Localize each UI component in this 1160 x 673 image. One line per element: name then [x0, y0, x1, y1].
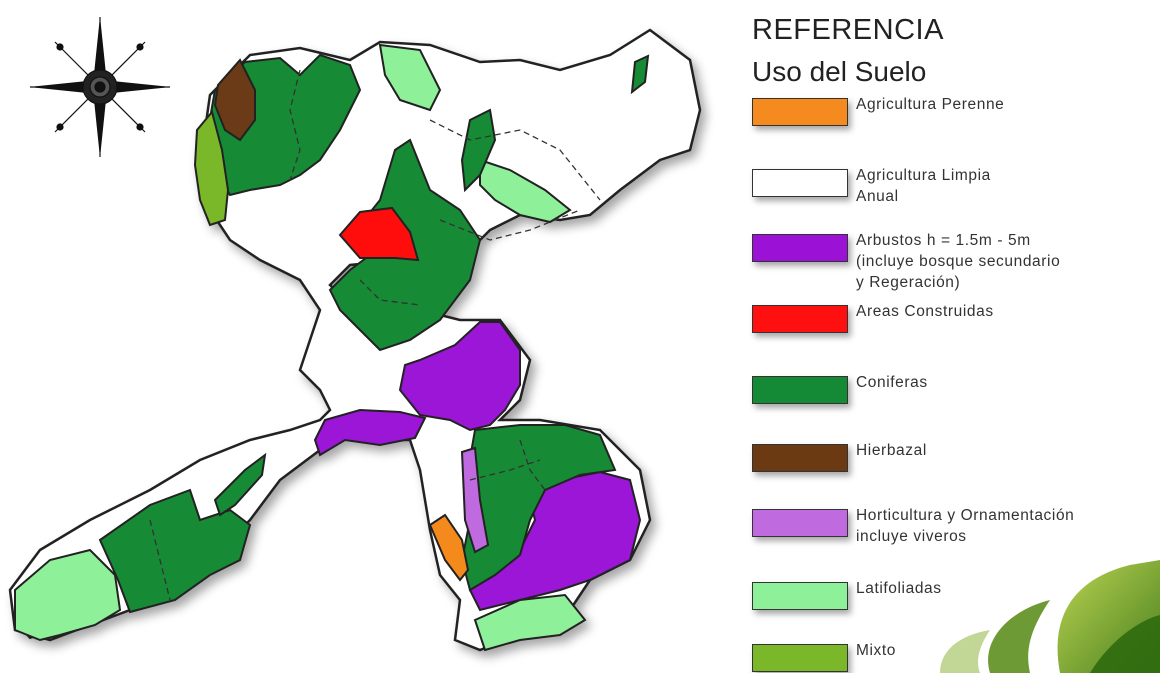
- legend-label-line: Hierbazal: [856, 442, 927, 459]
- region-latifoliadas-sw: [14, 548, 122, 642]
- legend-label: Areas Construidas: [856, 301, 1156, 322]
- map-boundaries: [149, 69, 601, 601]
- land-use-map: [8, 17, 702, 652]
- region-coniferas-ne-dot: [630, 54, 650, 95]
- legend-swatch: [752, 169, 848, 197]
- legend-label-line: Latifoliadas: [856, 580, 942, 597]
- region-areas-construidas: [338, 206, 420, 262]
- legend-label: Mixto: [856, 640, 1156, 661]
- legend-swatch: [752, 305, 848, 333]
- legend-label-line: y Regeración): [856, 274, 961, 291]
- legend-item: Agricultura Perenne: [752, 94, 1156, 126]
- legend-label-line: Areas Construidas: [856, 303, 994, 320]
- region-mixto: [193, 109, 230, 227]
- legend-item: Latifoliadas: [752, 578, 1156, 610]
- legend-label: Horticultura y Ornamentación incluye vive…: [856, 505, 1156, 547]
- region-arbustos-west: [313, 408, 427, 457]
- legend-swatch: [752, 509, 848, 537]
- map-canvas: [8, 28, 702, 652]
- legend-label-line: Coniferas: [856, 374, 928, 391]
- legend-label: Latifoliadas: [856, 578, 1156, 599]
- region-hierbazal: [213, 58, 256, 142]
- legend-label-line: Mixto: [856, 642, 897, 659]
- legend-subtitle: Uso del Suelo: [752, 56, 927, 87]
- region-coniferas-sw-strip: [213, 452, 267, 517]
- legend-item: Coniferas: [752, 372, 1156, 404]
- region-latifoliadas-ne: [479, 158, 572, 224]
- legend-swatch: [752, 98, 848, 126]
- region-agricultura-perenne-south: [428, 513, 470, 582]
- legend-swatch: [752, 644, 848, 672]
- legend-label-line: Agricultura Perenne: [856, 96, 1005, 113]
- legend-label-line: (incluye bosque secundario: [856, 253, 1061, 270]
- legend-swatch: [752, 582, 848, 610]
- legend-item: Hierbazal: [752, 440, 1156, 472]
- region-latifoliadas-north: [378, 43, 442, 112]
- compass-rose-icon: [30, 17, 170, 157]
- legend-item: Horticultura y Ornamentación incluye vive…: [752, 505, 1156, 547]
- legend-swatch: [752, 444, 848, 472]
- legend-label-line: Agricultura Limpia: [856, 167, 991, 184]
- legend-label: Arbustos h = 1.5m - 5m (incluye bosque se…: [856, 230, 1156, 293]
- legend-item: Areas Construidas: [752, 301, 1156, 333]
- region-coniferas-south: [460, 424, 617, 592]
- legend-item: Mixto: [752, 640, 1156, 672]
- legend-label-line: Arbustos h = 1.5m - 5m: [856, 232, 1031, 249]
- legend-swatch: [752, 234, 848, 262]
- region-horticultura: [460, 446, 490, 554]
- legend-label-line: incluye viveros: [856, 528, 967, 545]
- legend-label: Agricultura Perenne: [856, 94, 1156, 115]
- legend-label: Coniferas: [856, 372, 1156, 393]
- region-coniferas-strip: [460, 108, 497, 193]
- legend-item: Arbustos h = 1.5m - 5m (incluye bosque se…: [752, 230, 1156, 293]
- region-latifoliadas-south: [473, 593, 587, 652]
- map-regions: [8, 28, 702, 652]
- legend-label-line: Anual: [856, 188, 899, 205]
- legend-label: Hierbazal: [856, 440, 1156, 461]
- leaf-decoration-icon: [940, 560, 1160, 673]
- region-coniferas-sw: [98, 488, 252, 614]
- legend-label-line: Horticultura y Ornamentación: [856, 507, 1075, 524]
- legend-title: REFERENCIA: [752, 14, 944, 46]
- region-arbustos-central: [398, 321, 521, 432]
- legend-swatch: [752, 376, 848, 404]
